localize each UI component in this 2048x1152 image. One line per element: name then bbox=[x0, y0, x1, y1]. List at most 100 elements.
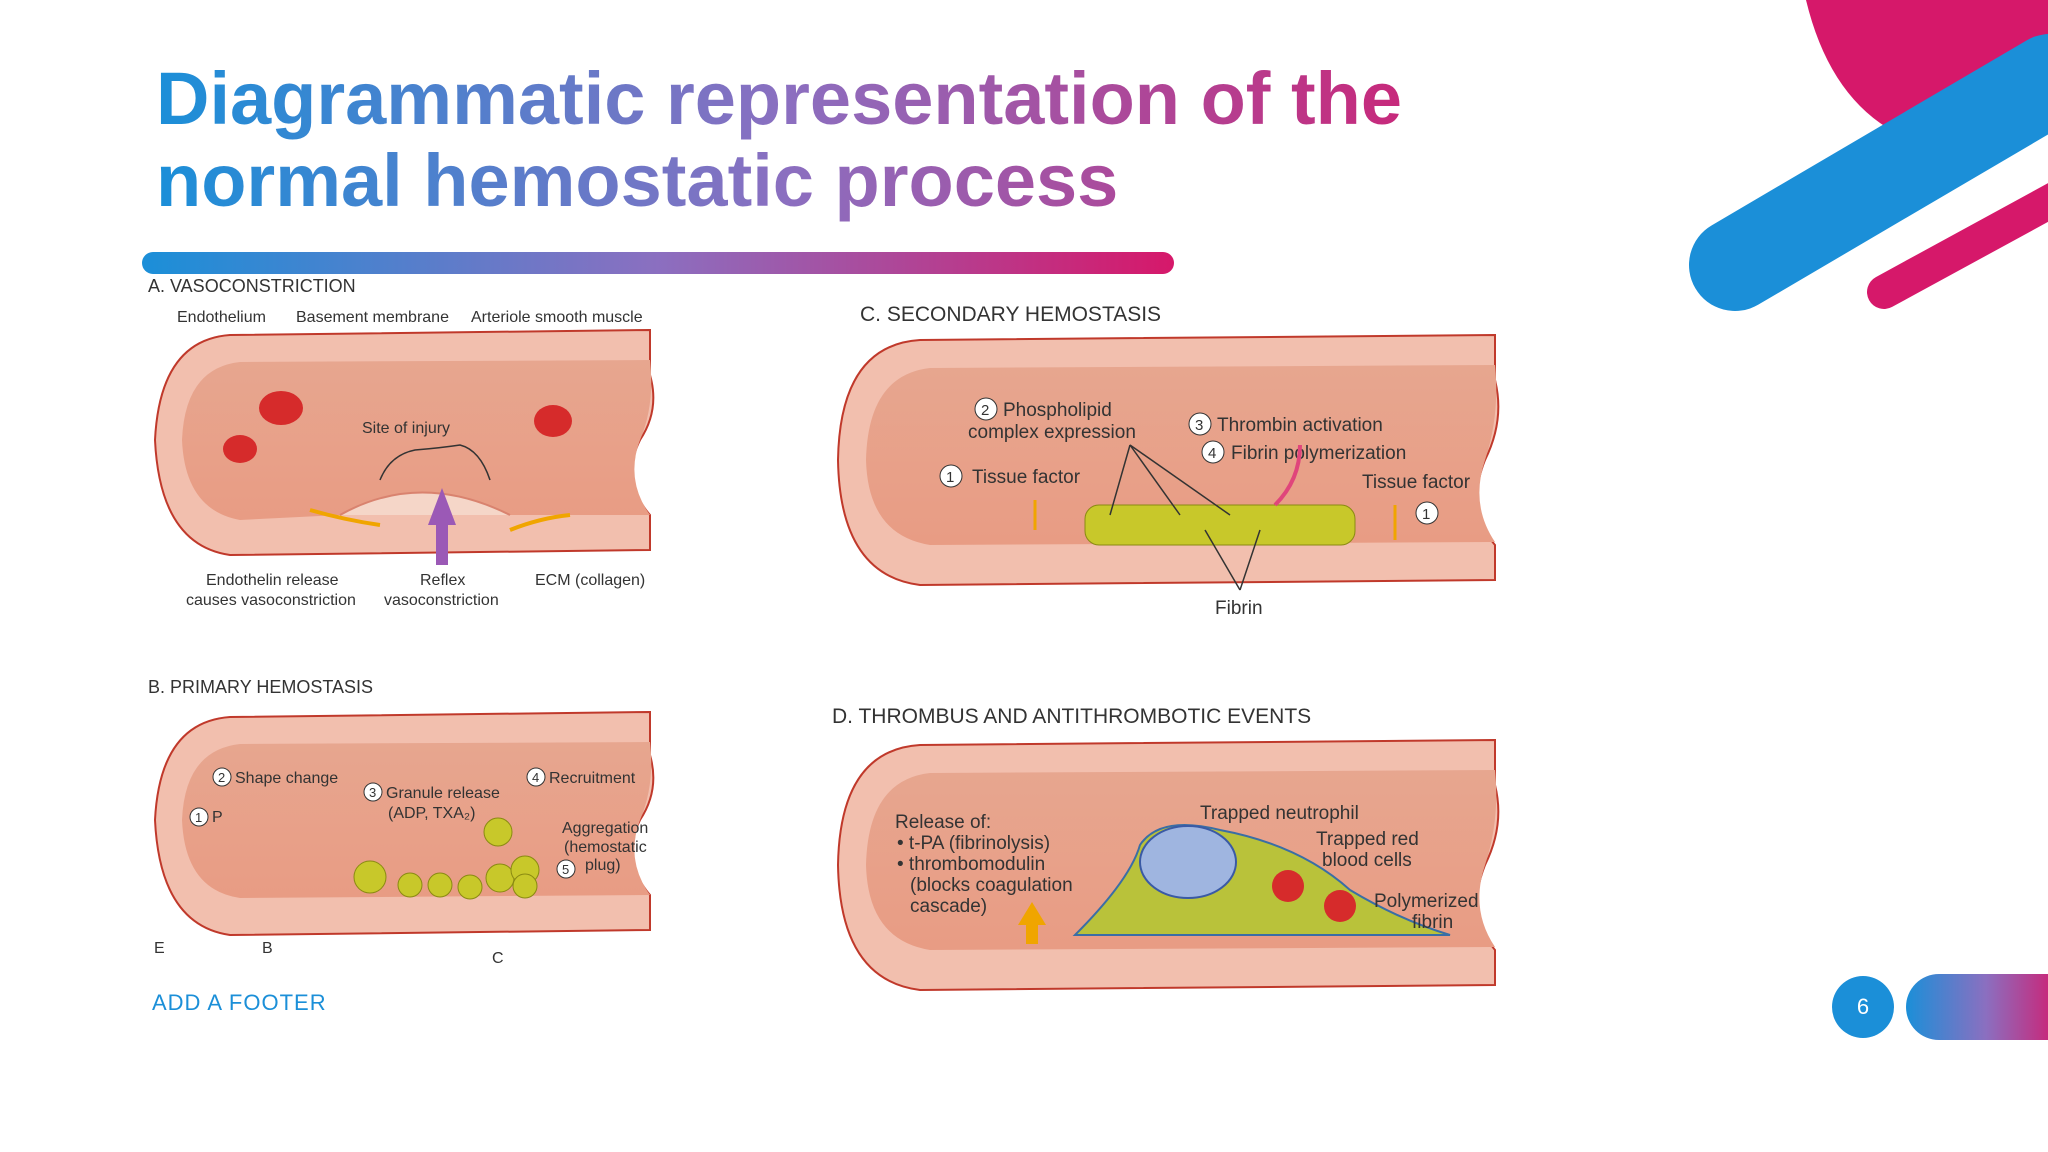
release-arrow bbox=[1018, 902, 1046, 944]
step-badge-2 bbox=[212, 767, 232, 787]
label-blocks-1: (blocks coagulation bbox=[910, 875, 1073, 896]
label-endothelium: Endothelium bbox=[177, 309, 266, 326]
trapped-rbc bbox=[1324, 890, 1356, 922]
step-number-4: 4 bbox=[1208, 445, 1216, 462]
step-badge-1-right bbox=[1415, 501, 1439, 525]
platelet bbox=[353, 860, 387, 894]
label-layer-c: C bbox=[492, 950, 504, 967]
label-blocks-2: cascade) bbox=[910, 896, 987, 917]
step-badge-4 bbox=[1201, 440, 1225, 464]
trapped-neutrophil bbox=[1139, 825, 1237, 899]
endothelin-arrow-left bbox=[309, 508, 381, 527]
injury-bulge-a bbox=[339, 491, 511, 516]
page-number-pill-decoration bbox=[1906, 974, 2048, 1040]
panel-a-vasoconstriction: A. VASOCONSTRICTION Endothelium Basement… bbox=[148, 276, 655, 609]
label-thrombin: Thrombin activation bbox=[1217, 415, 1383, 436]
label-fibrin-polymerization: Fibrin polymerization bbox=[1231, 443, 1406, 464]
label-step2: Shape change bbox=[235, 770, 338, 787]
magenta-stripe-line bbox=[1867, 183, 2048, 309]
red-blood-cell bbox=[223, 435, 257, 463]
platelet bbox=[485, 863, 515, 893]
pointer-line bbox=[1129, 444, 1231, 516]
label-layer-b: B bbox=[262, 940, 273, 957]
pointer-line bbox=[1109, 444, 1131, 516]
label-step4: Recruitment bbox=[549, 770, 636, 787]
step-badge-1 bbox=[189, 807, 209, 827]
panel-a-heading: A. VASOCONSTRICTION bbox=[148, 276, 356, 296]
panel-d-heading: D. THROMBUS AND ANTITHROMBOTIC EVENTS bbox=[832, 705, 1311, 728]
panel-d-thrombus: D. THROMBUS AND ANTITHROMBOTIC EVENTS Re… bbox=[832, 705, 1500, 992]
step-number-1-right: 1 bbox=[1422, 506, 1430, 523]
vessel-lumen-c bbox=[866, 365, 1497, 545]
step-badge-2 bbox=[974, 397, 998, 421]
label-smooth-muscle: Arteriole smooth muscle bbox=[471, 309, 643, 326]
label-endothelin-1: Endothelin release bbox=[206, 572, 339, 589]
reflex-arrow bbox=[428, 488, 456, 565]
injury-brace bbox=[379, 444, 491, 481]
pointer-line bbox=[1129, 444, 1181, 516]
label-phospholipid-2: complex expression bbox=[968, 422, 1136, 443]
red-blood-cell bbox=[534, 405, 572, 437]
panel-c-secondary-hemostasis: C. SECONDARY HEMOSTASIS 2 Phospholipid c… bbox=[836, 303, 1500, 619]
label-polymerized-1: Polymerized bbox=[1374, 891, 1479, 912]
label-aggregation-2: (hemostatic bbox=[564, 839, 647, 856]
step-number-1: 1 bbox=[195, 810, 202, 825]
trapped-rbc bbox=[1272, 870, 1304, 902]
platelet bbox=[427, 872, 453, 898]
step-number-2: 2 bbox=[981, 402, 989, 419]
platelet bbox=[457, 874, 483, 900]
label-site-of-injury: Site of injury bbox=[362, 420, 450, 437]
panel-c-heading: C. SECONDARY HEMOSTASIS bbox=[860, 303, 1161, 326]
step-number-3: 3 bbox=[369, 785, 376, 800]
label-step1: P bbox=[212, 809, 223, 826]
label-fibrin: Fibrin bbox=[1215, 598, 1263, 619]
label-step3b: (ADP, TXA₂) bbox=[388, 805, 475, 822]
step-badge-3 bbox=[363, 782, 383, 802]
step-number-5: 5 bbox=[562, 862, 569, 877]
thrombin-arrow bbox=[1273, 444, 1302, 507]
label-aggregation-1: Aggregation bbox=[562, 820, 648, 837]
label-tissue-factor-left: Tissue factor bbox=[972, 467, 1081, 488]
footer-text: ADD A FOOTER bbox=[152, 990, 327, 1015]
label-layer-e: E bbox=[154, 940, 165, 957]
step-number-3: 3 bbox=[1195, 417, 1203, 434]
platelet bbox=[483, 817, 513, 847]
blue-stripe-line bbox=[1689, 34, 2048, 311]
step-badge-3 bbox=[1188, 412, 1212, 436]
panel-b-primary-hemostasis: B. PRIMARY HEMOSTASIS 1 P 2 Shape change… bbox=[148, 677, 655, 967]
step-number-1-left: 1 bbox=[946, 469, 954, 486]
fibrin-pointer bbox=[1204, 529, 1241, 591]
label-step3a: Granule release bbox=[386, 785, 500, 802]
endothelin-arrow-right bbox=[509, 513, 571, 532]
step-badge-5 bbox=[556, 859, 576, 879]
label-reflex-2: vasoconstriction bbox=[384, 592, 499, 609]
step-number-2: 2 bbox=[218, 770, 225, 785]
label-ecm: ECM (collagen) bbox=[535, 572, 645, 589]
label-phospholipid-1: Phospholipid bbox=[1003, 400, 1112, 421]
label-trapped-rbc-1: Trapped red bbox=[1316, 829, 1419, 850]
label-thrombomodulin: • thrombomodulin bbox=[897, 854, 1045, 875]
fibrin-clot bbox=[1084, 504, 1356, 546]
platelet bbox=[512, 873, 538, 899]
panel-b-heading: B. PRIMARY HEMOSTASIS bbox=[148, 677, 373, 697]
label-release: Release of: bbox=[895, 812, 991, 833]
label-aggregation-3: plug) bbox=[585, 857, 621, 874]
fibrin-pointer bbox=[1239, 529, 1261, 591]
title-underline-bar bbox=[142, 252, 1174, 274]
label-basement-membrane: Basement membrane bbox=[296, 309, 449, 326]
step-number-4: 4 bbox=[532, 770, 539, 785]
label-endothelin-2: causes vasoconstriction bbox=[186, 592, 356, 609]
label-trapped-neutrophil: Trapped neutrophil bbox=[1200, 803, 1359, 824]
label-reflex-1: Reflex bbox=[420, 572, 465, 589]
platelet bbox=[397, 872, 423, 898]
label-trapped-rbc-2: blood cells bbox=[1322, 850, 1412, 871]
label-polymerized-2: fibrin bbox=[1412, 912, 1453, 933]
label-tissue-factor-right: Tissue factor bbox=[1362, 472, 1471, 493]
label-tpa: • t-PA (fibrinolysis) bbox=[897, 833, 1050, 854]
step-badge-4 bbox=[526, 767, 546, 787]
red-blood-cell bbox=[259, 391, 303, 425]
page-number: 6 bbox=[1832, 976, 1894, 1038]
step-badge-1-left bbox=[939, 464, 963, 488]
